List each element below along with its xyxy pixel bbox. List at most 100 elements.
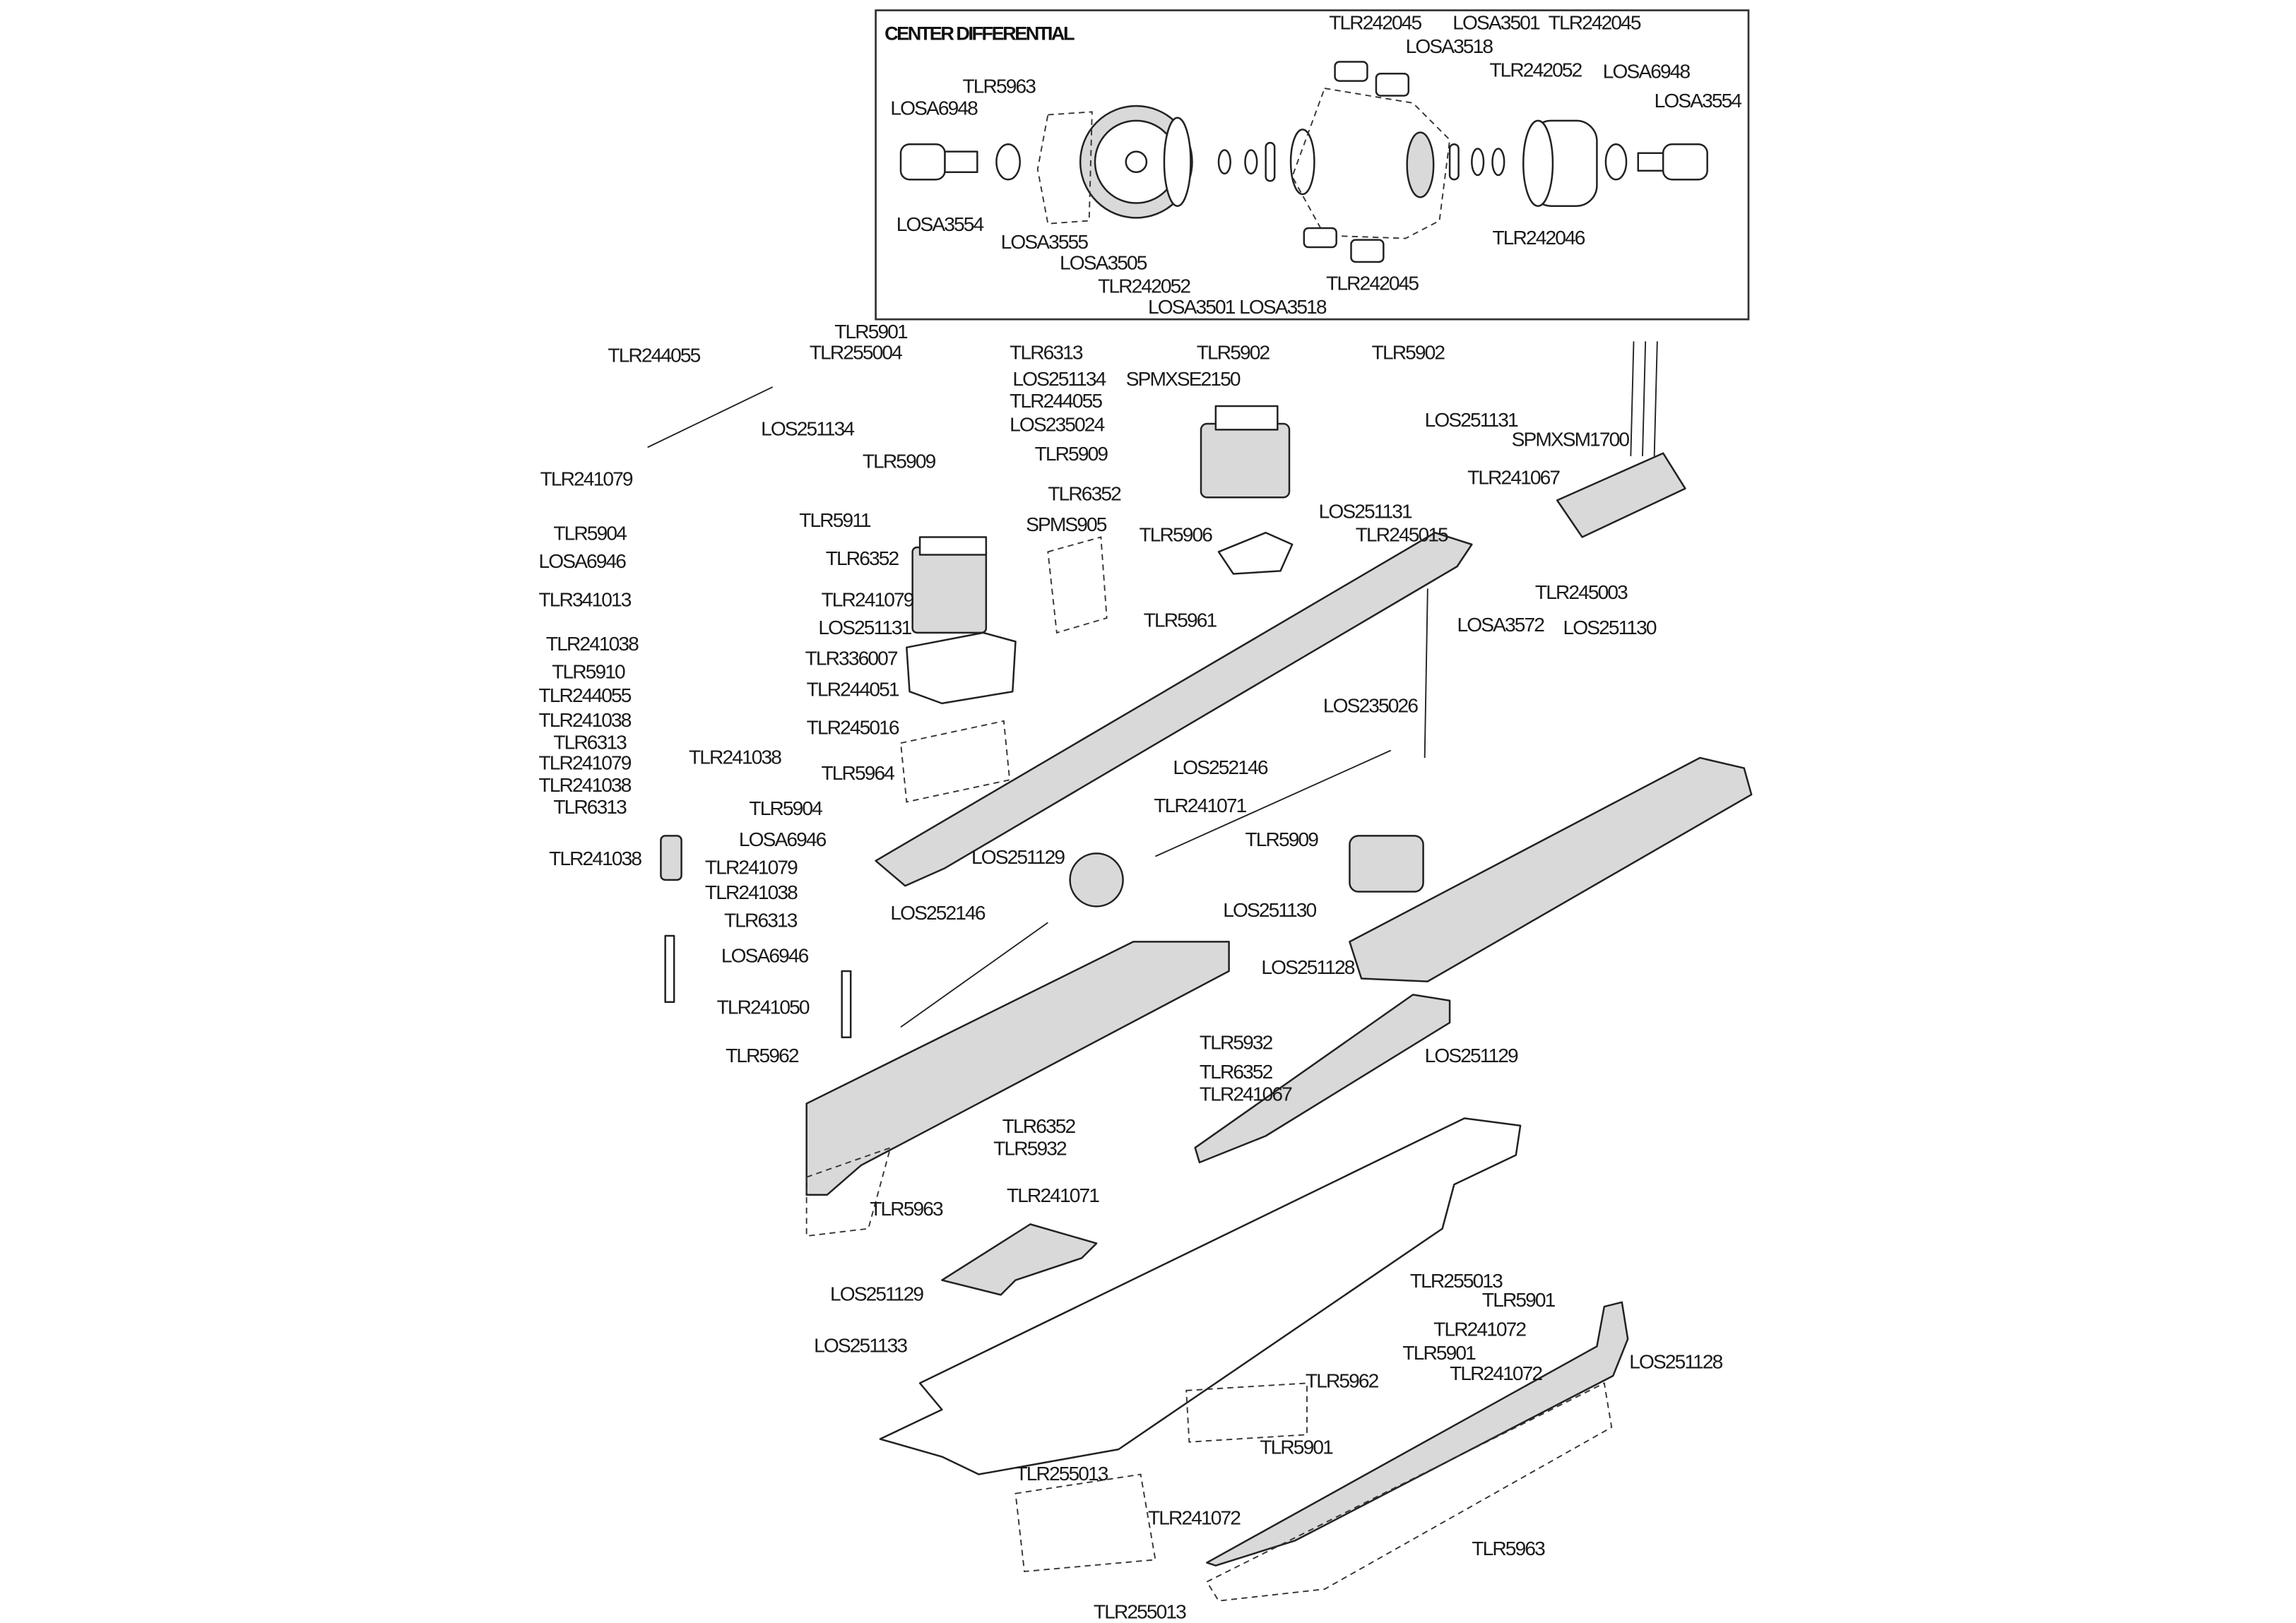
outdrive-right bbox=[1637, 143, 1708, 181]
part-number-label: LOSA6946 bbox=[739, 828, 827, 850]
part-number-label: TLR5902 bbox=[1372, 341, 1445, 363]
part-number-label: TLR5961 bbox=[1144, 610, 1217, 631]
part-number-label: TLR5904 bbox=[749, 797, 822, 819]
part-number-label: TLR241071 bbox=[1154, 795, 1246, 816]
lower-brace bbox=[1194, 994, 1451, 1164]
part-number-label: LOSA6946 bbox=[721, 945, 809, 967]
ring-gear bbox=[1079, 105, 1193, 219]
part-number-label: TLR255013 bbox=[1016, 1463, 1108, 1485]
part-number-label: TLR6313 bbox=[553, 731, 627, 753]
battery-tray bbox=[1349, 756, 1753, 982]
left-side-rail bbox=[805, 941, 1230, 1196]
inset-title: CENTER DIFFERENTIAL bbox=[884, 22, 1075, 44]
part-number-label: TLR6313 bbox=[724, 910, 798, 932]
part-number-label: TLR245015 bbox=[1356, 524, 1448, 546]
part-number-label: TLR5932 bbox=[993, 1137, 1067, 1159]
part-number-label: TLR5906 bbox=[1140, 524, 1213, 546]
part-number-label: TLR244055 bbox=[1010, 390, 1102, 412]
bearing-left bbox=[995, 143, 1022, 181]
front-brace bbox=[941, 1223, 1098, 1296]
gasket bbox=[1163, 117, 1192, 207]
receiver-box bbox=[1349, 835, 1424, 893]
part-number-label: LOS251129 bbox=[1425, 1045, 1518, 1066]
part-number-label: TLR241071 bbox=[1007, 1184, 1099, 1206]
part-number-label: TLR241079 bbox=[540, 468, 633, 490]
driveshaft-front bbox=[900, 922, 1048, 1028]
part-number-label: TLR244051 bbox=[807, 678, 899, 700]
diff-case bbox=[1522, 119, 1598, 207]
part-number-label: TLR241038 bbox=[546, 633, 639, 655]
part-number-label: TLR244055 bbox=[608, 345, 700, 367]
part-number-label: TLR244055 bbox=[539, 684, 632, 706]
part-number-label: TLR6313 bbox=[553, 796, 627, 818]
part-number-label: LOS252146 bbox=[890, 902, 985, 924]
part-number-label: LOS251131 bbox=[1425, 409, 1518, 431]
part-number-label: TLR241050 bbox=[717, 996, 810, 1018]
part-number-label: TLR5962 bbox=[726, 1045, 799, 1066]
part-number-label: LOS251131 bbox=[1319, 500, 1412, 522]
part-number-label: TLR5963 bbox=[963, 75, 1036, 97]
part-number-label: TLR336007 bbox=[805, 648, 898, 670]
part-number-label: TLR6352 bbox=[1200, 1061, 1273, 1083]
part-number-label: SPMS905 bbox=[1026, 513, 1107, 535]
part-number-label: TLR241038 bbox=[539, 774, 632, 796]
part-number-label: TLR255004 bbox=[810, 341, 902, 363]
part-number-label: TLR241067 bbox=[1467, 466, 1560, 488]
top-spine bbox=[875, 531, 1473, 887]
part-number-label: LOSA3518 bbox=[1239, 296, 1327, 318]
esc-tray bbox=[1217, 531, 1294, 575]
part-number-label: LOSA3501 bbox=[1148, 296, 1236, 318]
part-number-label: LOS251131 bbox=[818, 617, 911, 638]
part-number-label: TLR6352 bbox=[826, 547, 899, 569]
part-number-label: LOSA3518 bbox=[1406, 35, 1493, 57]
part-number-label: TLR5962 bbox=[1306, 1370, 1379, 1392]
part-number-label: TLR242045 bbox=[1549, 12, 1641, 34]
part-number-label: LOSA3555 bbox=[1001, 231, 1089, 253]
part-number-label: LOSA6948 bbox=[1603, 60, 1691, 82]
bearing-right bbox=[1604, 143, 1628, 181]
part-number-label: TLR5901 bbox=[834, 321, 908, 343]
center-differential-inset: CENTER DIFFERENTIAL bbox=[875, 9, 1750, 321]
right-side-rail bbox=[1206, 1301, 1629, 1566]
part-number-label: TLR5932 bbox=[1200, 1031, 1273, 1053]
part-number-label: LOSA3554 bbox=[1655, 90, 1742, 112]
part-number-label: TLR5902 bbox=[1197, 341, 1270, 363]
part-number-label: TLR241067 bbox=[1200, 1083, 1292, 1105]
part-number-label: TLR242045 bbox=[1326, 272, 1419, 294]
part-number-label: LOSA6948 bbox=[890, 97, 978, 119]
part-number-label: TLR5963 bbox=[870, 1198, 943, 1220]
chassis-plate bbox=[879, 1117, 1522, 1475]
chassis-parts bbox=[647, 341, 1753, 1602]
part-number-label: TLR5909 bbox=[1035, 443, 1108, 465]
part-number-label: LOS251133 bbox=[814, 1335, 907, 1357]
part-number-label: TLR5909 bbox=[863, 451, 936, 472]
part-number-label: TLR5904 bbox=[553, 523, 627, 545]
part-number-label: TLR241079 bbox=[539, 752, 632, 774]
part-number-label: TLR241072 bbox=[1148, 1506, 1241, 1528]
part-number-label: LOS251130 bbox=[1223, 899, 1316, 921]
driveshaft-rear bbox=[1155, 749, 1392, 857]
part-number-label: LOS251130 bbox=[1563, 617, 1657, 638]
part-number-label: TLR341013 bbox=[539, 588, 632, 610]
part-number-label: LOS251134 bbox=[761, 418, 854, 440]
center-shaft bbox=[1424, 588, 1428, 758]
part-number-label: TLR6352 bbox=[1002, 1115, 1076, 1137]
part-number-label: TLR5964 bbox=[822, 762, 895, 784]
steering-post bbox=[660, 835, 682, 881]
part-number-label: TLR241038 bbox=[549, 848, 641, 869]
part-number-label: TLR5910 bbox=[552, 660, 625, 682]
part-number-label: TLR241038 bbox=[705, 881, 798, 903]
part-number-label: SPMXSE2150 bbox=[1126, 368, 1241, 390]
part-number-label: TLR255013 bbox=[1410, 1270, 1503, 1292]
part-number-label: TLR242045 bbox=[1329, 12, 1421, 34]
part-number-label: LOS235024 bbox=[1010, 413, 1104, 435]
part-number-label: LOS252146 bbox=[1173, 756, 1267, 778]
part-number-label: LOS251128 bbox=[1261, 956, 1354, 978]
part-number-label: TLR5901 bbox=[1260, 1436, 1333, 1458]
part-number-label: TLR241038 bbox=[689, 746, 781, 768]
part-number-label: TLR245003 bbox=[1535, 581, 1628, 603]
part-number-label: TLR242052 bbox=[1489, 59, 1582, 81]
part-number-label: LOSA3501 bbox=[1452, 12, 1540, 34]
part-number-label: TLR241072 bbox=[1450, 1362, 1542, 1384]
